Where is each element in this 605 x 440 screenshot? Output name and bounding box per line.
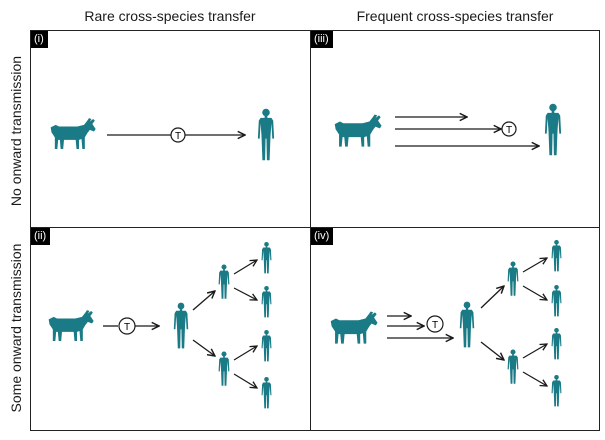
transmission-marker: T <box>170 127 186 143</box>
goat-icon <box>48 310 94 341</box>
human-icon <box>261 241 272 274</box>
human-icon <box>544 103 562 156</box>
onward-arrow <box>233 373 257 388</box>
human-icon <box>551 284 562 317</box>
row-header-no-onward: No onward transmission <box>8 55 24 207</box>
goat-icon <box>334 114 382 147</box>
onward-arrow <box>233 260 257 275</box>
onward-arrow <box>522 285 547 300</box>
human-icon <box>507 349 519 384</box>
transmission-marker: T <box>118 317 136 335</box>
human-icon <box>218 264 230 299</box>
transmission-marker-label: T <box>175 131 181 142</box>
onward-arrow <box>192 291 215 311</box>
human-icon <box>257 108 275 161</box>
panel-iii: T (iii) <box>310 30 600 228</box>
human-icon <box>173 302 189 349</box>
human-icon <box>507 261 519 296</box>
human-icon <box>551 374 562 407</box>
human-icon <box>261 329 272 362</box>
onward-arrow <box>522 344 547 359</box>
human-icon <box>551 327 562 360</box>
goat-icon <box>330 311 378 344</box>
onward-arrow <box>192 339 215 356</box>
panel-iv: T (iv) <box>310 227 600 431</box>
human-icon <box>261 376 272 409</box>
panel-ii: T (ii) <box>30 227 311 431</box>
panel-tag: (iv) <box>311 228 334 245</box>
human-icon <box>459 301 475 348</box>
onward-arrow <box>522 258 547 273</box>
transmission-marker-label: T <box>506 125 512 136</box>
onward-arrow <box>480 341 504 360</box>
human-icon <box>218 351 230 386</box>
transmission-marker-label: T <box>432 320 438 331</box>
transmission-marker: T <box>426 315 444 333</box>
transmission-marker-label: T <box>124 322 130 333</box>
transmission-marker: T <box>501 121 517 137</box>
goat-icon <box>50 118 96 149</box>
onward-arrow <box>522 371 547 386</box>
onward-arrow <box>233 287 257 300</box>
human-icon <box>551 239 562 272</box>
panel-tag: (iii) <box>311 31 333 48</box>
panel-i: T (i) <box>30 30 311 228</box>
row-header-some-onward: Some onward transmission <box>8 243 24 413</box>
onward-arrow <box>480 286 504 309</box>
column-header-frequent: Frequent cross-species transfer <box>356 8 554 24</box>
onward-arrow <box>233 346 257 361</box>
human-icon <box>261 285 272 318</box>
panel-tag: (ii) <box>31 228 51 245</box>
column-header-rare: Rare cross-species transfer <box>84 8 256 24</box>
panel-tag: (i) <box>31 31 48 48</box>
